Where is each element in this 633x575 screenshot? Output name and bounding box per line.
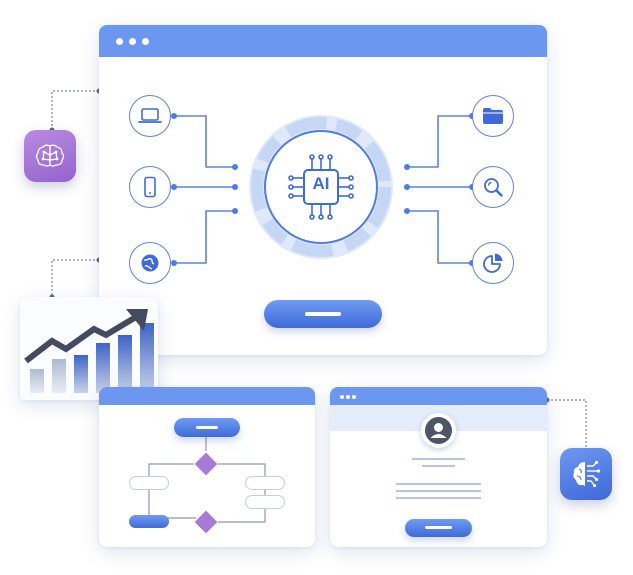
decision-diamond bbox=[194, 510, 218, 534]
window-dot bbox=[340, 395, 344, 399]
profile-name-line bbox=[412, 458, 465, 460]
main-action-button[interactable] bbox=[264, 300, 382, 328]
chart-bar bbox=[30, 369, 44, 393]
trend-arrow bbox=[24, 314, 138, 364]
growth-chart-card bbox=[20, 297, 158, 400]
chart-bar bbox=[96, 343, 110, 393]
profile-text-line bbox=[396, 483, 481, 485]
flow-node[interactable] bbox=[245, 495, 285, 509]
pie-chart-icon[interactable] bbox=[472, 242, 514, 284]
main-window: AI bbox=[99, 25, 547, 355]
window-dot bbox=[346, 395, 350, 399]
flowchart-window bbox=[99, 387, 315, 547]
profile-action-button[interactable] bbox=[405, 519, 472, 537]
window-dot bbox=[129, 38, 136, 45]
folder-icon[interactable] bbox=[472, 95, 514, 137]
chart-bar bbox=[52, 359, 66, 393]
decision-diamond bbox=[194, 452, 218, 476]
profile-text-line bbox=[396, 490, 481, 492]
user-icon bbox=[425, 417, 452, 444]
profile-text-line bbox=[396, 497, 481, 499]
window-dot bbox=[352, 395, 356, 399]
chart-bar bbox=[118, 335, 132, 393]
avatar[interactable] bbox=[421, 413, 456, 448]
chart-bar bbox=[74, 355, 88, 393]
globe-icon[interactable] bbox=[129, 242, 171, 284]
ai-connections bbox=[171, 113, 475, 266]
laptop-icon[interactable] bbox=[129, 95, 171, 137]
trend-arrow-head bbox=[126, 309, 148, 331]
window-dot bbox=[116, 38, 123, 45]
profile-titlebar bbox=[330, 387, 547, 405]
brain-circuit-icon bbox=[573, 460, 601, 488]
flow-node[interactable] bbox=[245, 476, 285, 490]
chart-bar bbox=[140, 323, 154, 393]
ai-hub bbox=[249, 115, 393, 259]
ai-chip-icon bbox=[288, 154, 354, 220]
flow-start-node[interactable] bbox=[174, 418, 240, 437]
flowchart-titlebar bbox=[99, 387, 315, 405]
window-dot bbox=[142, 38, 149, 45]
search-icon[interactable] bbox=[472, 166, 514, 208]
flow-end-node[interactable] bbox=[129, 515, 169, 528]
flow-node[interactable] bbox=[129, 476, 169, 490]
brain-tile bbox=[24, 130, 76, 182]
smartphone-icon[interactable] bbox=[129, 166, 171, 208]
brain-icon bbox=[35, 144, 65, 167]
profile-window bbox=[330, 387, 547, 547]
main-window-titlebar bbox=[99, 25, 547, 57]
brain-circuit-tile bbox=[560, 448, 612, 500]
profile-subtitle-line bbox=[422, 465, 455, 467]
ai-chip-label: AI bbox=[312, 174, 330, 193]
